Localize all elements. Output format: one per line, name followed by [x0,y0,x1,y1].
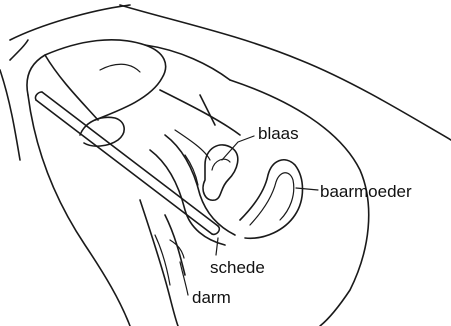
uterus [240,160,303,238]
pubic-line [200,95,215,125]
fingertip-thumb [80,117,124,146]
rectum-outer [140,200,178,326]
finger-crease [100,64,140,72]
uterus-inner [250,173,294,225]
abdomen-outline [230,80,369,326]
bladder [203,145,238,200]
instrument [35,92,219,234]
canal-fold [175,130,210,160]
rectum-wall [155,235,170,285]
hand-illustration [0,5,230,326]
finger-inner [45,55,98,120]
label-schede: schede [210,258,265,277]
instrument-top-line [42,92,218,226]
instrument-tip [212,226,219,234]
hand-outline-top [10,5,130,40]
instrument-end [35,92,42,100]
hand-outline-back [145,45,230,80]
leader-baarmoeder [296,188,318,190]
bladder-shape [203,145,238,200]
bladder-inner [212,159,230,170]
label-baarmoeder: baarmoeder [320,182,412,201]
hand-outline-edge [10,40,28,60]
label-darm: darm [192,288,231,307]
uterus-outer [240,160,303,238]
body-contour [120,5,451,326]
label-blaas: blaas [258,124,299,143]
hand-left-edge [0,70,20,160]
back-outline [120,5,451,140]
rectum [140,200,185,326]
hand-lower-outline [28,95,130,326]
leader-darm [180,262,188,295]
leader-schede [216,238,218,255]
rectum-fold [170,240,184,258]
rectum-inner [165,215,185,275]
